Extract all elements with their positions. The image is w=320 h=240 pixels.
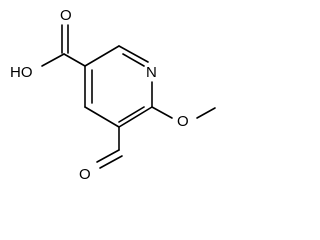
ring-bond-c2-n1-inner bbox=[122, 53, 145, 67]
ring-bond-c2-n1 bbox=[118, 45, 149, 63]
methoxy-bond-c6-o bbox=[151, 106, 173, 119]
carboxyl-bond-c-oh bbox=[41, 53, 65, 67]
carboxyl-oxygen-label: O bbox=[60, 7, 72, 24]
ring-bond-c3-c2 bbox=[84, 45, 120, 67]
structure-canvas: N O HO O O bbox=[10, 7, 216, 183]
carboxyl-hydroxyl-label: HO bbox=[10, 64, 33, 81]
aldehyde-bond-c-o-b bbox=[99, 155, 123, 169]
ring-nitrogen-label: N bbox=[146, 64, 157, 81]
aldehyde-oxygen-label: O bbox=[79, 166, 91, 183]
carboxyl-bond-c3-c bbox=[63, 53, 86, 67]
ring-bond-c5-c4 bbox=[84, 106, 120, 128]
ring-bond-c6-c5 bbox=[118, 106, 153, 128]
methoxy-bond-o-ch3 bbox=[196, 107, 216, 119]
aldehyde-bond-c-o-a bbox=[96, 149, 120, 163]
ring-bond-c6-c5-inner bbox=[118, 106, 145, 123]
methoxy-oxygen-label: O bbox=[177, 113, 189, 130]
